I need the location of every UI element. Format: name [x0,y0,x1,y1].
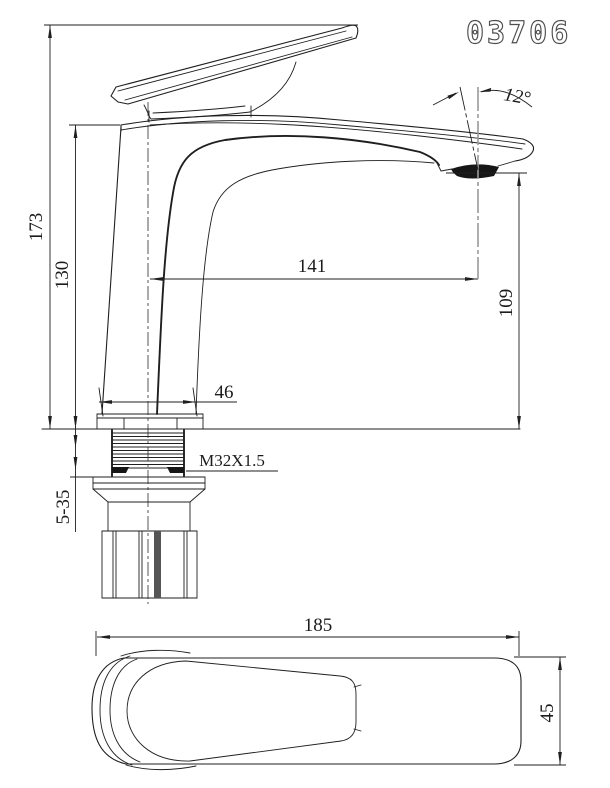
front-view [41,24,535,604]
aerator [451,164,499,179]
body-top-surface [120,114,526,150]
dim-handle-width-label: 45 [537,704,558,723]
dim-thread-spec: M32X1.5 [186,451,278,472]
dim-clamping-range: 5-35 [53,429,93,532]
dim-clamping-range-label: 5-35 [53,490,74,525]
body-left-edge [101,126,122,415]
plan-handle-outline [126,660,362,762]
dim-thread-spec-label: M32X1.5 [199,451,265,470]
lock-flange [92,476,206,532]
dim-body-height: 130 [52,124,120,429]
plan-view: 185 45 [91,615,566,771]
hose-connector [101,530,198,599]
dim-outlet-height: 109 [446,172,527,429]
dim-overall-length-label: 185 [304,615,333,636]
dim-outlet-angle-label: 12° [502,84,532,109]
base-plate [96,387,204,430]
handle-lever [110,24,359,105]
brand-logo: 03706 [466,16,571,51]
plan-outline [91,649,522,771]
dim-outlet-height-label: 109 [496,289,517,318]
dim-spout-reach: 141 [150,256,478,281]
spout-underside-outer [156,135,440,415]
dim-spout-reach-label: 141 [298,256,327,277]
dim-base-width: 46 [99,382,237,404]
dim-overall-length: 185 [95,615,520,656]
dim-overall-height: 173 [26,24,358,429]
dim-base-width-label: 46 [215,382,234,403]
handle-neck [143,61,297,123]
dim-handle-width: 45 [514,656,566,766]
dim-body-height-label: 130 [52,261,73,290]
dim-overall-height-label: 173 [26,213,47,242]
spout-underside-inner [195,160,435,415]
dim-outlet-angle: 12° [432,84,532,171]
